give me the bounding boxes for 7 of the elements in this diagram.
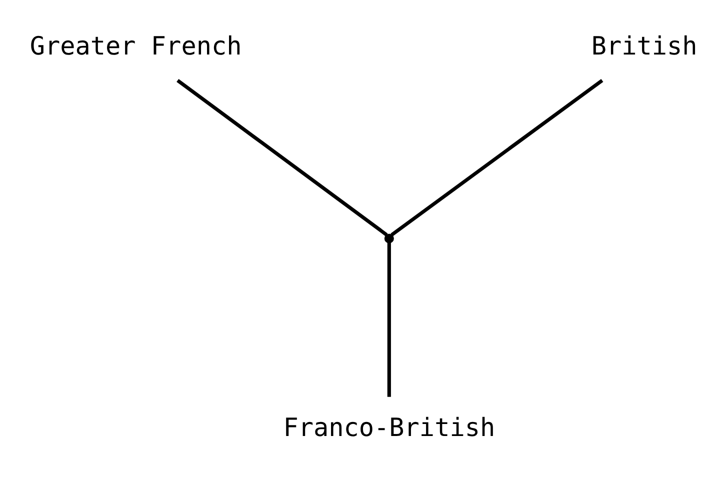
connector — [387, 242, 391, 397]
connector — [390, 79, 604, 236]
connector — [176, 79, 388, 236]
node-text: Franco-British — [283, 412, 496, 442]
node-text: British — [591, 31, 698, 60]
node-point — [384, 234, 394, 244]
node-text: Greater French — [30, 31, 242, 60]
